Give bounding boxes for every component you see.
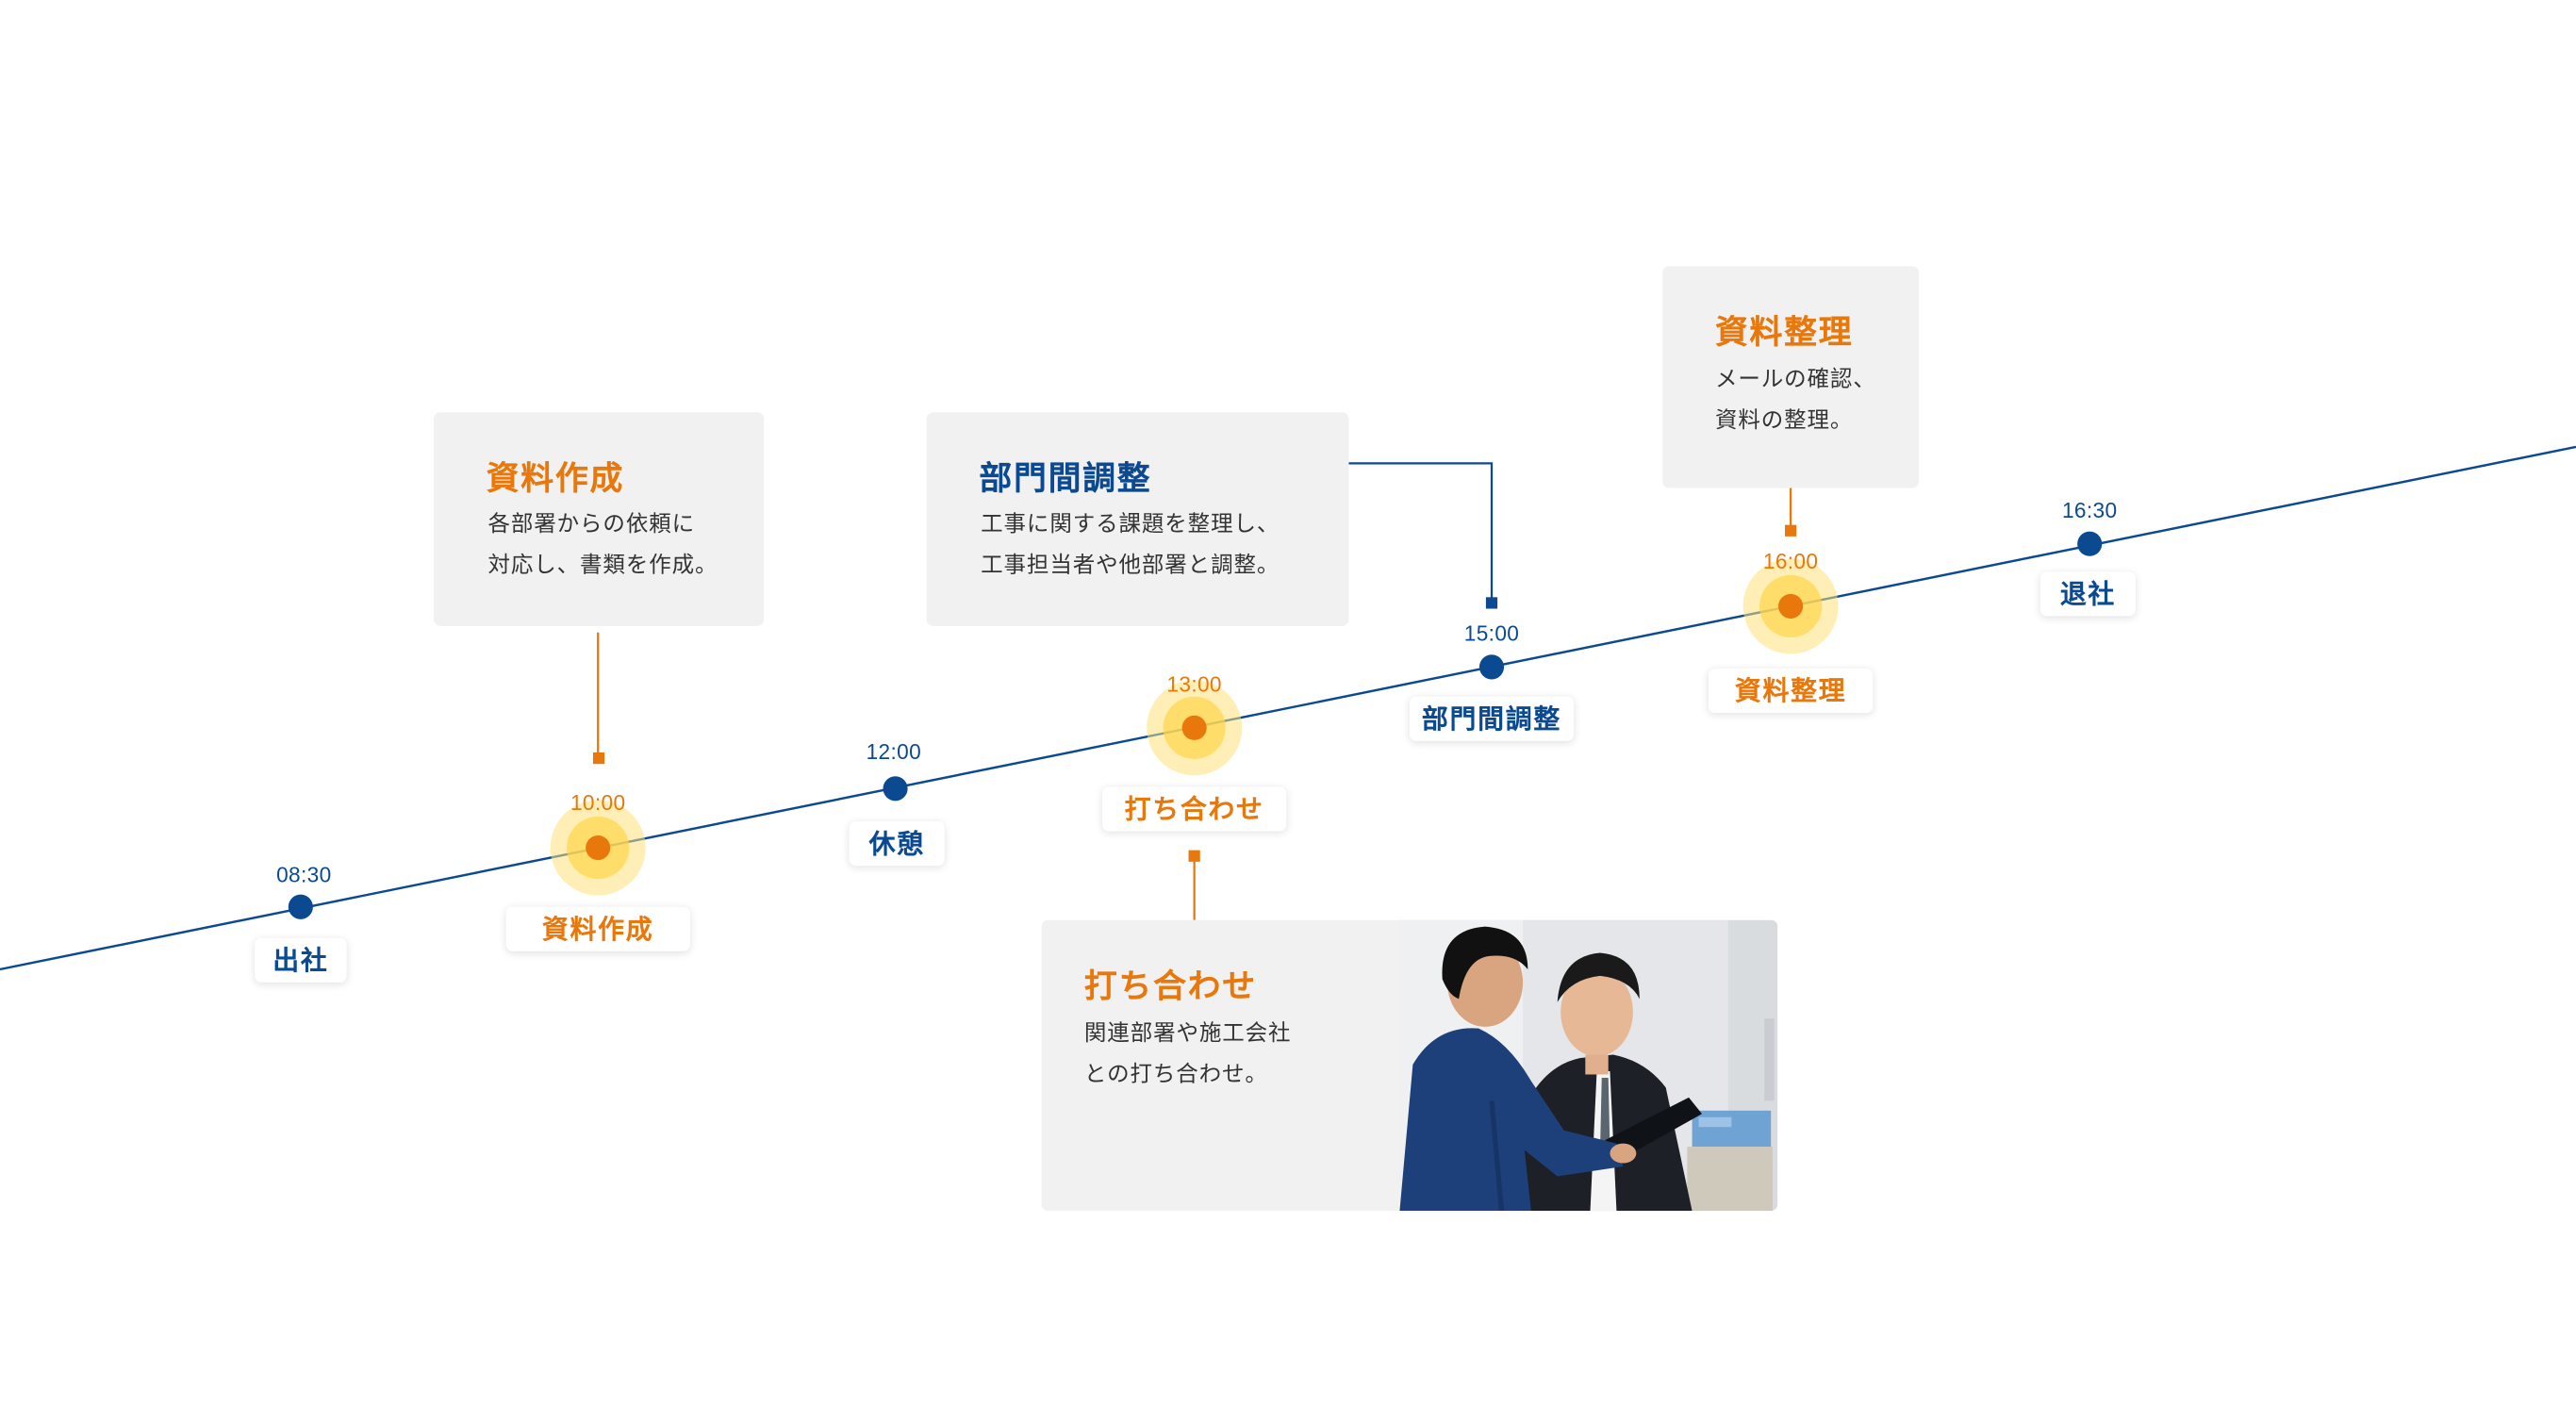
card-description: メールの確認、 資料の整理。 — [1714, 366, 1876, 434]
tag-taisha: 退社 — [2039, 571, 2136, 617]
tag-shussha: 出社 — [255, 937, 347, 983]
connector-shiryo-seiri — [1785, 488, 1797, 537]
tag-bumonkan-chosei: 部門間調整 — [1409, 696, 1575, 741]
tag-shiryo-seiri: 資料整理 — [1708, 669, 1874, 714]
card-title: 打ち合わせ — [1083, 966, 1257, 1006]
point-1200 — [883, 776, 908, 802]
card-description: 各部署からの依頼に 対応し、書類を作成。 — [487, 510, 718, 579]
connector-uchiawase — [1188, 850, 1200, 920]
connector-shiryo-sakusei — [592, 632, 605, 765]
time-1200: 12:00 — [866, 739, 922, 765]
tag-uchiawase: 打ち合わせ — [1102, 786, 1287, 832]
card-title: 資料整理 — [1714, 312, 1854, 352]
time-1500: 15:00 — [1463, 620, 1520, 646]
card-title: 資料作成 — [486, 458, 625, 498]
tag-kyukei: 休憩 — [849, 821, 945, 867]
card-description: 関連部署や施工会社 との打ち合わせ。 — [1083, 1019, 1292, 1088]
point-0830 — [288, 894, 313, 919]
meeting-photo-illustration — [1399, 919, 1778, 1212]
point-1630 — [2077, 531, 2103, 556]
point-1600 — [1778, 593, 1804, 619]
card-bumonkan-chosei: 部門間調整 工事に関する課題を整理し、 工事担当者や他部署と調整。 — [926, 412, 1349, 626]
tag-shiryo-sakusei: 資料作成 — [505, 906, 690, 951]
timeline-axis-line — [0, 445, 2576, 971]
card-description: 工事に関する課題を整理し、 工事担当者や他部署と調整。 — [981, 510, 1280, 579]
card-shiryo-sakusei: 資料作成 各部署からの依頼に 対応し、書類を作成。 — [433, 412, 765, 626]
time-1630: 16:30 — [2061, 497, 2118, 523]
time-0830: 08:30 — [276, 862, 332, 887]
point-1500 — [1478, 654, 1505, 680]
time-1000: 10:00 — [570, 790, 626, 816]
connector-bumonkan-chosei — [1348, 462, 1498, 609]
meeting-photo — [1399, 919, 1778, 1212]
card-shiryo-seiri: 資料整理 メールの確認、 資料の整理。 — [1662, 266, 1920, 488]
point-1300 — [1181, 715, 1207, 740]
point-1000 — [586, 835, 611, 861]
card-title: 部門間調整 — [979, 458, 1152, 498]
time-1300: 13:00 — [1166, 671, 1222, 697]
time-1600: 16:00 — [1762, 548, 1819, 574]
